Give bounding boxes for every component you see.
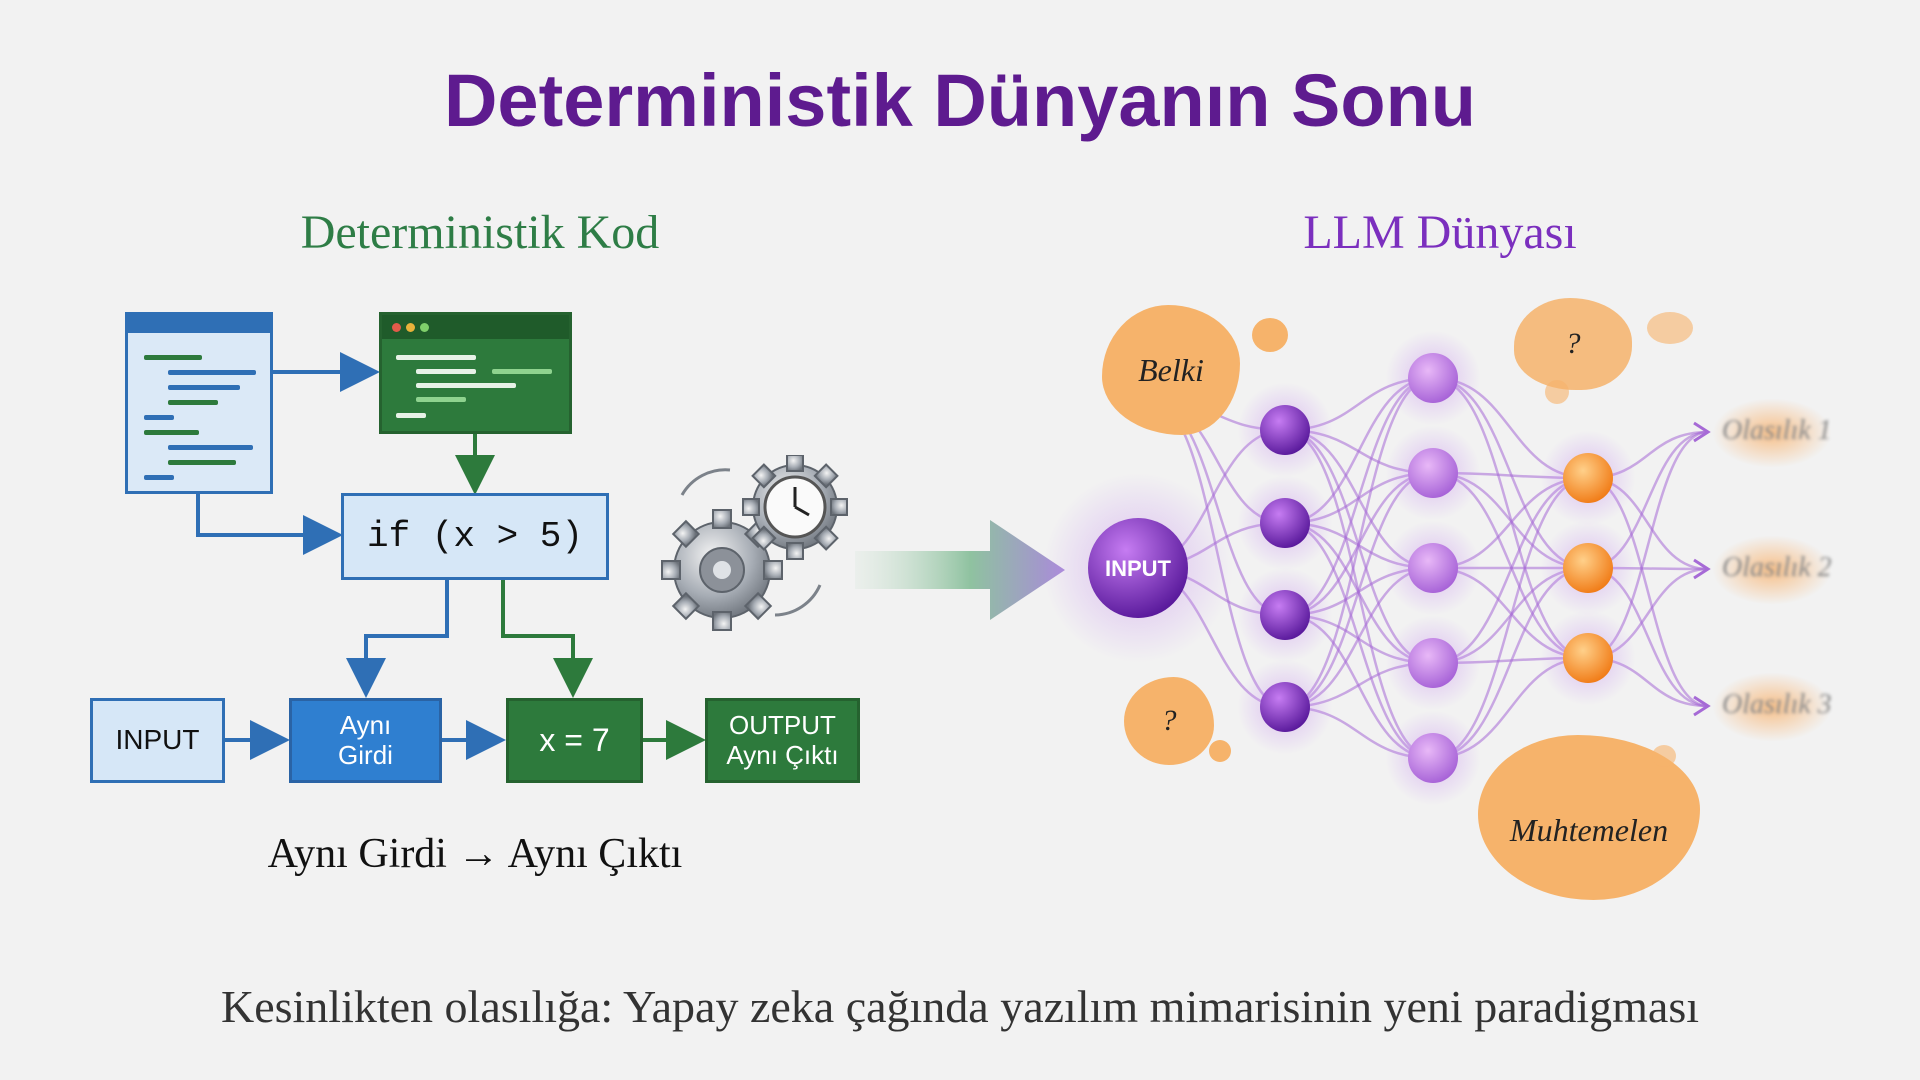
maybe-blob xyxy=(1102,305,1240,435)
hidden-node-layer-1 xyxy=(1260,405,1310,455)
maybe-label: Belki xyxy=(1138,351,1204,388)
assignment-box: x = 7 xyxy=(506,698,643,783)
code-window-icon xyxy=(379,312,572,434)
probability-glow xyxy=(1712,535,1832,605)
llm-input-label: INPUT xyxy=(1105,556,1171,582)
left-heading: Deterministik Kod xyxy=(300,206,660,259)
output-arrowhead xyxy=(1693,421,1711,443)
small-blob xyxy=(1209,740,1231,762)
condition-box: if (x > 5) xyxy=(341,493,609,580)
page-title: Deterministik Dünyanın Sonu xyxy=(443,59,1477,142)
probability-2: Olasılık 2 xyxy=(1722,552,1832,583)
output-box: OUTPUT Aynı Çıktı xyxy=(705,698,860,783)
hidden-node-layer-1 xyxy=(1260,590,1310,640)
output-node xyxy=(1563,453,1613,503)
question-blob-top xyxy=(1514,298,1632,390)
small-blob xyxy=(1647,312,1693,344)
output-arrowhead xyxy=(1693,558,1711,580)
arrow-doc-to-condition xyxy=(196,494,343,555)
probably-label: Muhtemelen xyxy=(1509,811,1669,848)
right-heading: LLM Dünyası xyxy=(1303,206,1577,259)
probability-glow xyxy=(1712,398,1832,468)
subtitle: Kesinlikten olasılığa: Yapay zeka çağınd… xyxy=(220,981,1700,1032)
hidden-node-layer-2 xyxy=(1408,353,1458,403)
left-caption: Aynı Girdi → Aynı Çıktı xyxy=(267,831,683,877)
hidden-node-layer-1 xyxy=(1260,682,1310,732)
hidden-node-layer-1 xyxy=(1260,498,1310,548)
code-document-icon xyxy=(125,312,273,494)
llm-input-node xyxy=(1088,518,1188,618)
hidden-node-layer-2 xyxy=(1408,733,1458,783)
arrow-condition-to-assignment xyxy=(501,580,593,698)
small-blob xyxy=(1252,318,1288,352)
hidden-node-layer-2 xyxy=(1408,448,1458,498)
question-top-label: ? xyxy=(1565,327,1581,360)
output-node xyxy=(1563,543,1613,593)
small-blob xyxy=(1545,380,1569,404)
hidden-node-layer-2 xyxy=(1408,543,1458,593)
probability-glow xyxy=(1712,672,1832,742)
same-input-box: Aynı Girdi xyxy=(289,698,442,783)
small-blob xyxy=(1652,745,1676,767)
gears-clock-icon xyxy=(661,455,848,631)
probability-1: Olasılık 1 xyxy=(1722,415,1832,446)
arrow-condition-to-same-input xyxy=(346,580,449,698)
question-bottom-label: ? xyxy=(1161,704,1177,737)
transition-arrow-icon xyxy=(855,520,1065,620)
probability-3: Olasılık 3 xyxy=(1722,689,1832,720)
hidden-node-layer-2 xyxy=(1408,638,1458,688)
question-blob-bottom xyxy=(1124,677,1214,765)
output-node xyxy=(1563,633,1613,683)
output-arrowhead xyxy=(1693,695,1711,717)
input-box: INPUT xyxy=(90,698,225,783)
